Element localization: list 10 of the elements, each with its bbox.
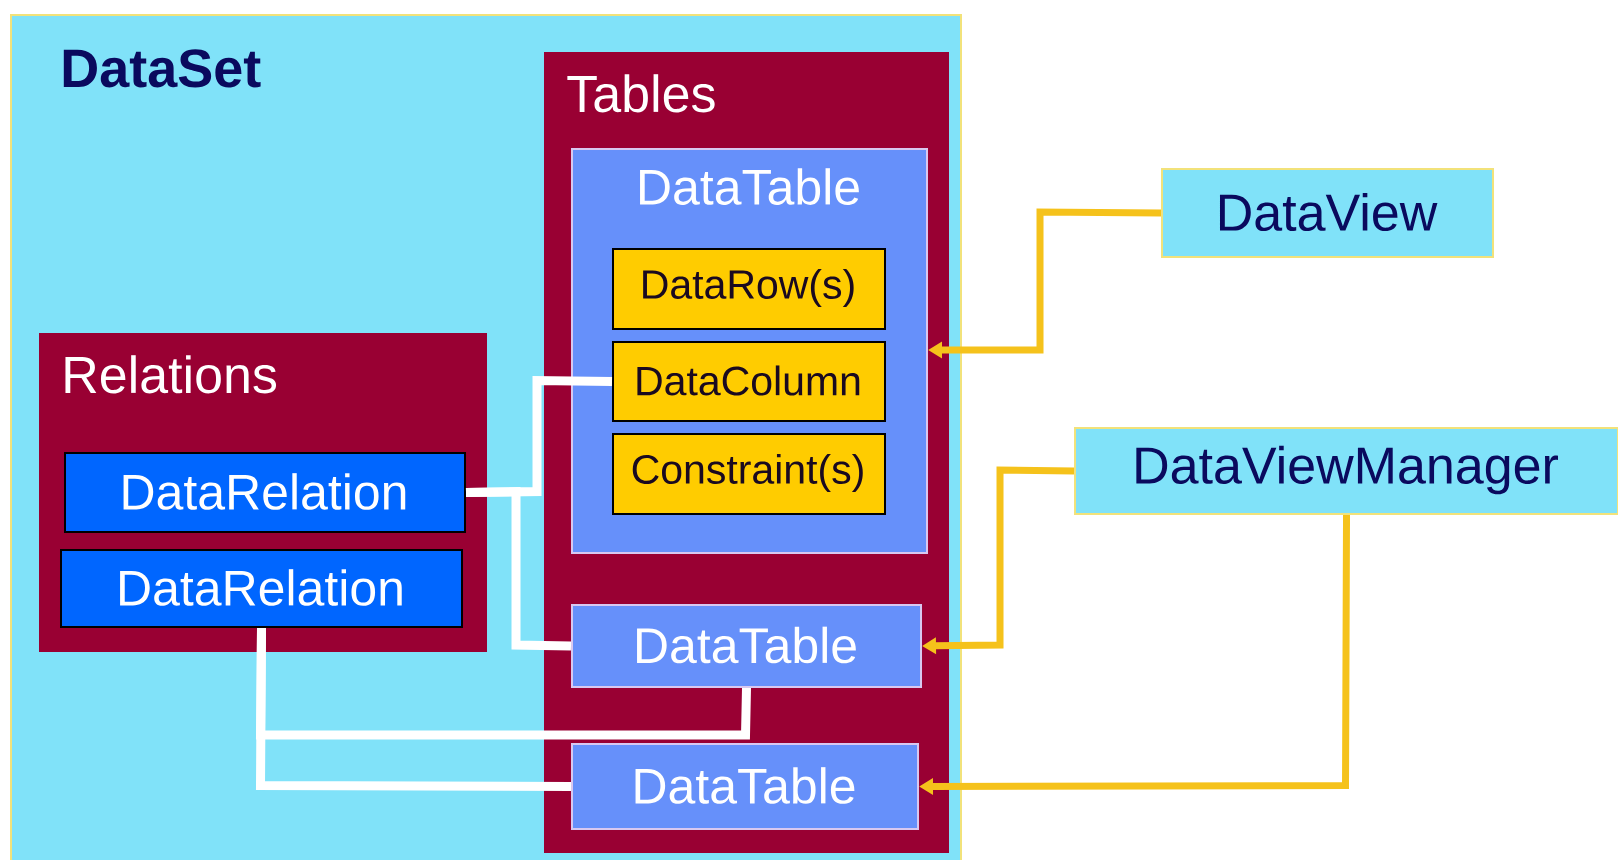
member-box: DataRow(s) xyxy=(612,248,886,330)
relation-box: DataRelation xyxy=(64,452,466,533)
view-box: DataView xyxy=(1161,168,1494,258)
connector-line xyxy=(465,486,572,651)
member-box: DataColumn xyxy=(612,341,886,422)
relation-box: DataRelation xyxy=(60,549,463,628)
member-box: Constraint(s) xyxy=(612,433,886,515)
table-box: DataTable xyxy=(571,604,922,688)
view-box: DataViewManager xyxy=(1074,427,1618,515)
table-box: DataTable xyxy=(571,743,919,830)
